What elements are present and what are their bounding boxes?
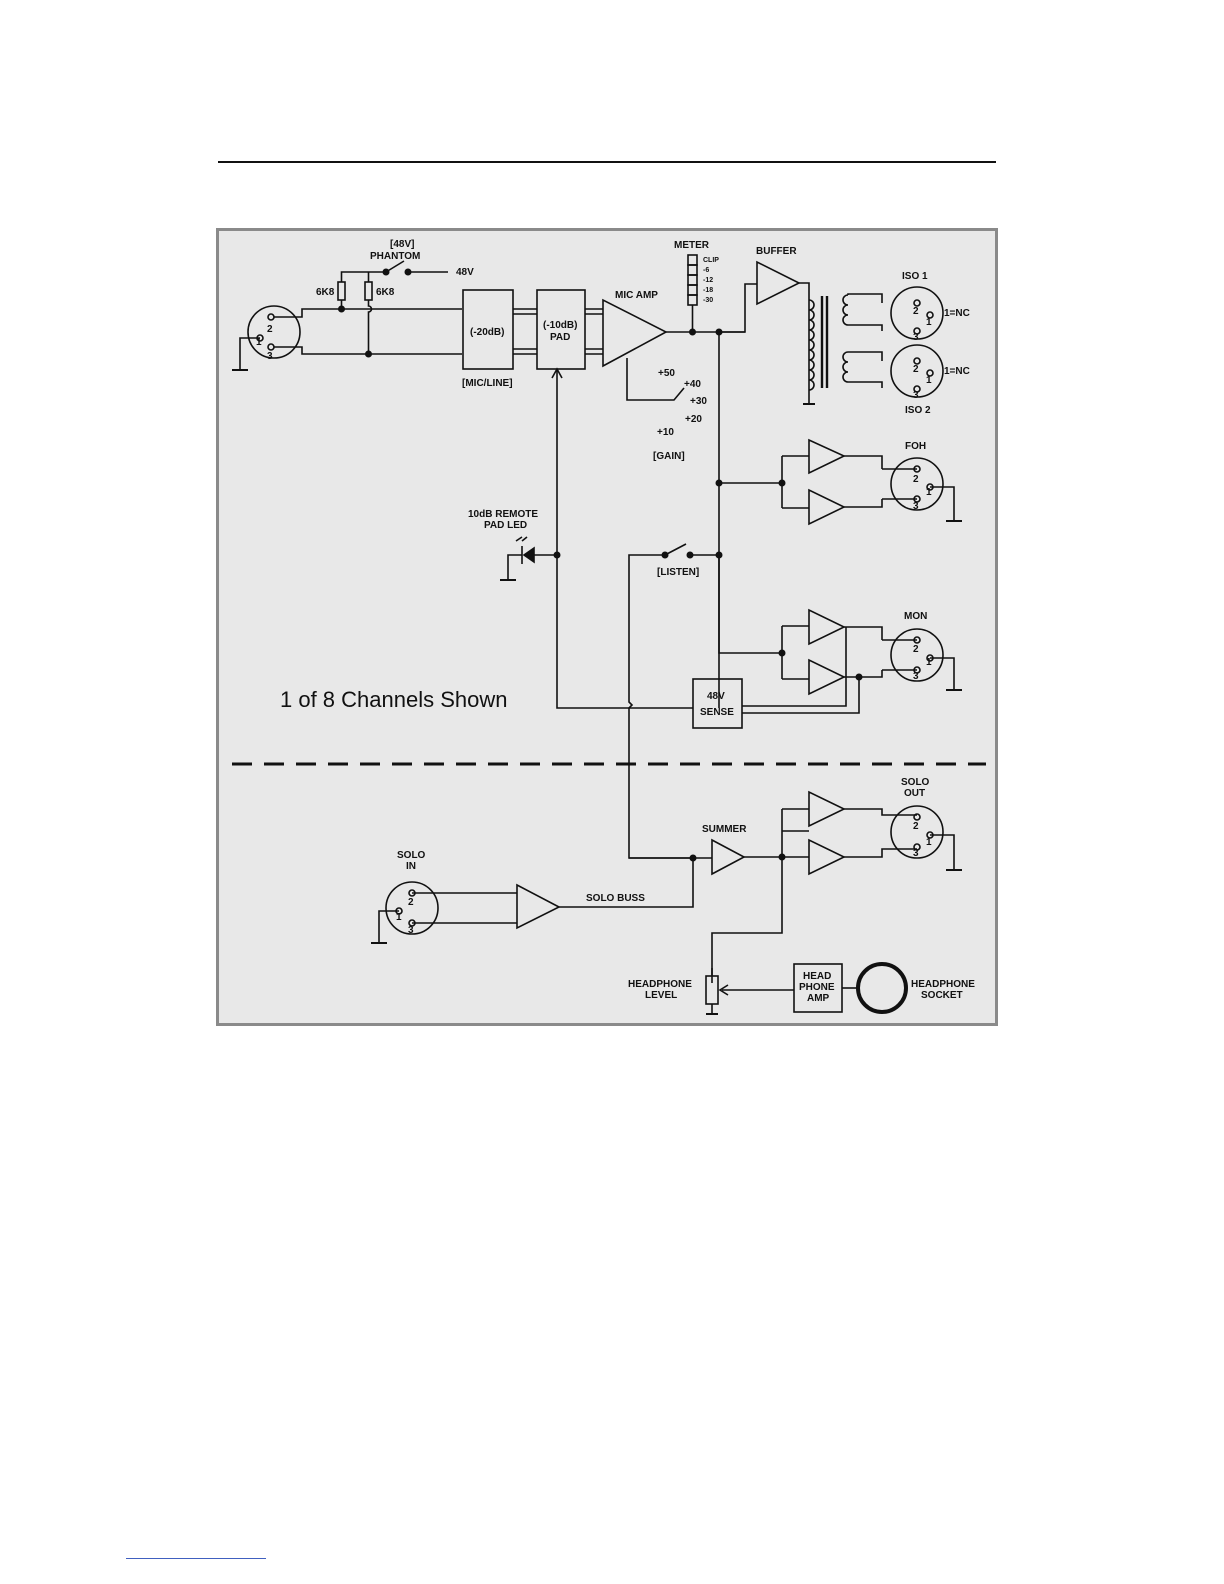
label-hp-amp-2: PHONE	[799, 982, 835, 993]
meter-level: -30	[703, 297, 713, 304]
label-solo-in-1: SOLO	[397, 850, 426, 861]
meter-level: -18	[703, 287, 713, 294]
meter-level: -6	[703, 267, 709, 274]
pin-label: 3	[267, 351, 273, 362]
mon-amp-2	[808, 658, 846, 696]
pin-label: 2	[913, 364, 919, 375]
footer-link-rule	[126, 1558, 266, 1559]
label-meter: METER	[674, 240, 710, 251]
pin-label: 2	[913, 644, 919, 655]
gain-step: +10	[657, 427, 674, 438]
label-solo-buss: SOLO BUSS	[586, 893, 645, 904]
mon-xlr	[890, 628, 944, 682]
label-res1: 6K8	[316, 287, 335, 298]
channels-caption: 1 of 8 Channels Shown	[280, 687, 508, 712]
label-hp-socket-2: SOCKET	[921, 990, 963, 1001]
pin-label: 1	[396, 912, 402, 923]
label-listen: [LISTEN]	[657, 567, 699, 578]
sense-48v-block	[692, 678, 743, 729]
pin-label: 3	[408, 925, 414, 936]
transformer-primary	[808, 299, 815, 391]
label-pad20: (-20dB)	[470, 327, 504, 338]
solo-out-xlr	[890, 805, 944, 859]
pin-label: 2	[408, 897, 414, 908]
iso1-xlr	[890, 286, 944, 340]
label-nc2: 1=NC	[944, 366, 970, 377]
label-phantom: PHANTOM	[370, 251, 420, 262]
label-solo-out-1: SOLO	[901, 777, 930, 788]
label-foh: FOH	[905, 441, 926, 452]
iso2-xlr	[890, 344, 944, 398]
phantom-switch	[385, 260, 405, 273]
pin-label: 3	[913, 671, 919, 682]
foh-amp-2	[808, 488, 846, 526]
foh-amp-1	[808, 438, 846, 475]
label-buffer: BUFFER	[756, 246, 797, 257]
mon-amp-1	[808, 608, 846, 646]
pin-label: 2	[267, 324, 273, 335]
foh-xlr	[890, 457, 944, 511]
block-diagram: [48V] PHANTOM 48V 6K8 6K8 (-20dB) (-10dB…	[216, 228, 998, 1026]
header-rule	[218, 161, 996, 163]
pin-label: 1	[926, 487, 932, 498]
gain-step: +40	[684, 379, 701, 390]
label-solo-out-2: OUT	[904, 788, 925, 799]
buffer-amp	[756, 260, 801, 306]
pin-label: 3	[913, 390, 919, 401]
input-xlr-connector	[232, 305, 301, 371]
meter-level: -12	[703, 277, 713, 284]
label-iso2: ISO 2	[905, 405, 931, 416]
label-hp-socket-1: HEADPHONE	[911, 979, 975, 990]
pin-label: 1	[926, 375, 932, 386]
label-sense: SENSE	[700, 707, 734, 718]
label-hp-level-1: HEADPHONE	[628, 979, 692, 990]
listen-switch	[664, 543, 687, 556]
gain-switch	[626, 358, 685, 401]
pin-label: 1	[926, 837, 932, 848]
label-sense-48v: 48V	[707, 691, 725, 702]
label-summer: SUMMER	[702, 824, 747, 835]
pad-10db-block	[536, 289, 586, 370]
label-pad: PAD	[550, 332, 570, 343]
label-hp-level-2: LEVEL	[645, 990, 677, 1001]
label-48v: 48V	[456, 267, 474, 278]
gain-step: +50	[658, 368, 675, 379]
label-res2: 6K8	[376, 287, 395, 298]
label-pad-led: PAD LED	[484, 520, 527, 531]
pin-label: 2	[913, 821, 919, 832]
meter-level: CLIP	[703, 257, 719, 264]
label-pad10: (-10dB)	[543, 320, 577, 331]
gain-step: +20	[685, 414, 702, 425]
mic-amp-triangle	[602, 298, 668, 368]
pin-label: 1	[256, 337, 262, 348]
label-solo-in-2: IN	[406, 861, 416, 872]
solo-out-amp-2	[808, 838, 846, 876]
solo-in-amp	[516, 883, 561, 930]
label-mon: MON	[904, 611, 927, 622]
pad-20db-block	[462, 289, 514, 370]
level-meter	[687, 254, 698, 306]
label-micline: [MIC/LINE]	[462, 378, 513, 389]
label-nc1: 1=NC	[944, 308, 970, 319]
summer-amp	[711, 838, 746, 876]
label-remote: 10dB REMOTE	[468, 509, 538, 520]
pin-label: 1	[926, 657, 932, 668]
label-48v-bracket: [48V]	[390, 239, 414, 250]
label-hp-amp-3: AMP	[807, 993, 830, 1004]
label-iso1: ISO 1	[902, 271, 928, 282]
gain-step: +30	[690, 396, 707, 407]
label-hp-amp-1: HEAD	[803, 971, 831, 982]
pin-label: 3	[913, 848, 919, 859]
headphone-socket	[856, 962, 908, 1014]
solo-in-xlr	[385, 881, 439, 935]
label-gain: [GAIN]	[653, 451, 685, 462]
pin-label: 2	[913, 474, 919, 485]
pin-label: 2	[913, 306, 919, 317]
junction-dots	[338, 268, 863, 862]
remote-pad-led	[500, 536, 557, 581]
pin-label: 3	[913, 332, 919, 343]
pin-label: 3	[913, 501, 919, 512]
label-micamp: MIC AMP	[615, 290, 658, 301]
pin-label: 1	[926, 317, 932, 328]
